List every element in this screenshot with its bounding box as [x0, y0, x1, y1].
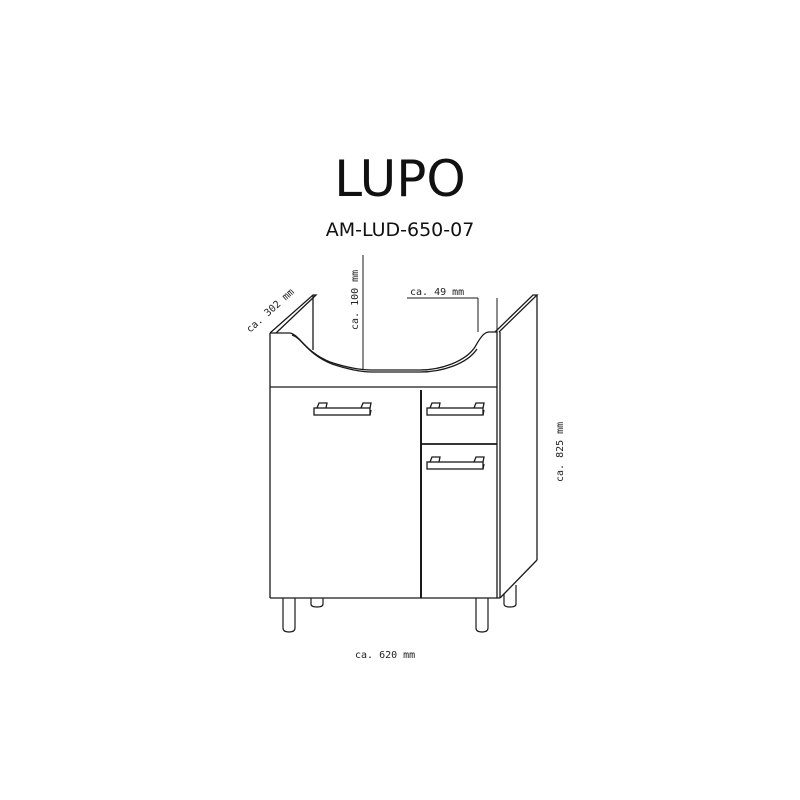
- product-code: AM-LUD-650-07: [325, 219, 475, 241]
- sink-depth-dimension: ca. 100 mm: [350, 270, 361, 330]
- drawer-handle: [426, 402, 485, 416]
- width-dimension: ca. 620 mm: [355, 650, 415, 661]
- right-door-handle: [426, 456, 485, 470]
- legs: [282, 585, 517, 633]
- depth-dimension: ca. 302 mm: [245, 287, 297, 335]
- left-door-handle: [313, 402, 372, 416]
- top-left-side-panel: [269, 294, 318, 350]
- right-side-panel: [494, 294, 539, 599]
- sink-basin: [269, 331, 501, 598]
- cabinet-body: [269, 387, 500, 599]
- dimension-lines: [362, 255, 498, 370]
- product-name: LUPO: [334, 150, 466, 208]
- rim-dimension: ca. 49 mm: [410, 287, 464, 298]
- height-dimension: ca. 825 mm: [555, 422, 566, 482]
